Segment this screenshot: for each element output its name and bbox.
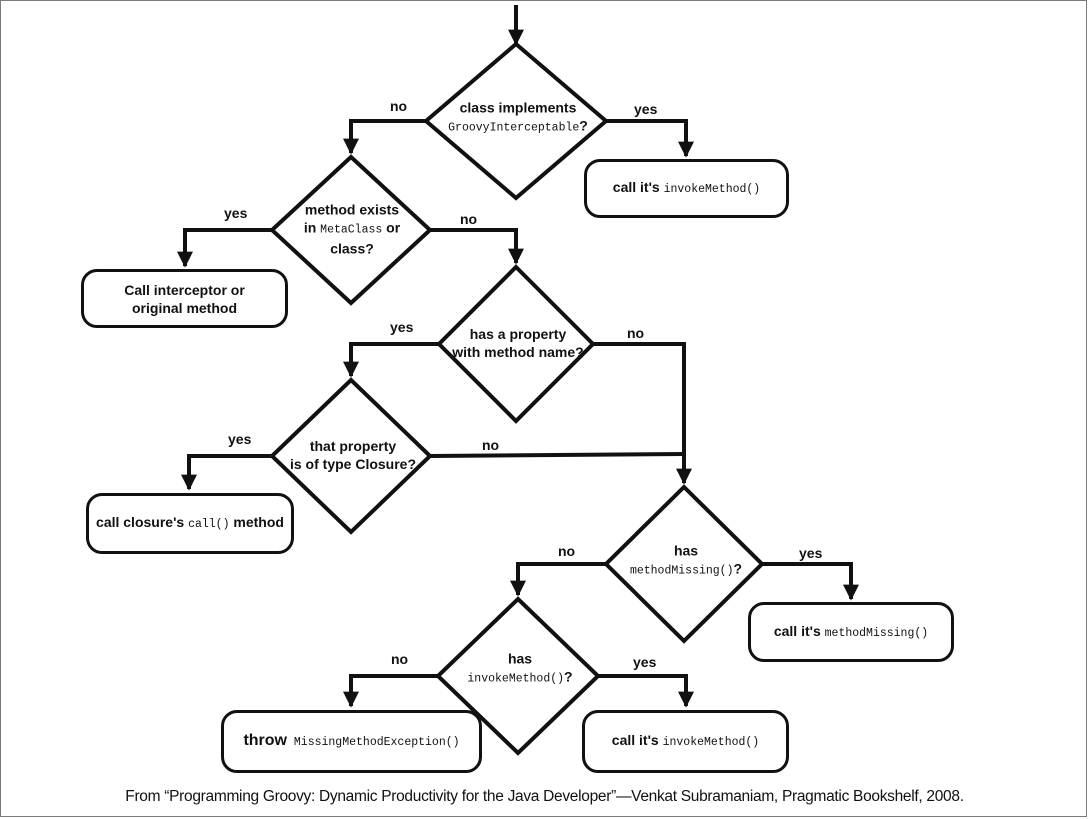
action-text-line: original method <box>132 299 237 316</box>
edge-label-d4-yes: yes <box>228 431 252 447</box>
decision-text-line: that property <box>309 438 397 454</box>
edge-d1-no <box>343 119 426 155</box>
code-call: call() <box>188 518 230 531</box>
code-method-missing: methodMissing() <box>824 626 929 640</box>
code-groovy-interceptable: GroovyInterceptable <box>448 121 580 135</box>
action-call-invoke-method-top: call it's invokeMethod() <box>584 159 789 218</box>
action-text: call it's <box>773 622 825 639</box>
edge-d6-yes <box>598 674 694 708</box>
decision-text-line: has a property <box>469 326 567 342</box>
code-metaclass: MetaClass <box>320 223 383 237</box>
edge-label-d2-no: no <box>460 211 478 227</box>
edge-label-d4-no: no <box>482 437 500 453</box>
action-call-method-missing: call it's methodMissing() <box>748 602 954 662</box>
edge-label-d5-no: no <box>558 543 576 559</box>
decision-text-fragment: in <box>303 219 321 236</box>
action-throw-exception: throw MissingMethodException() <box>221 710 482 773</box>
edge-label-d5-yes: yes <box>799 545 823 561</box>
decision-groovy-interceptable-text: class implements GroovyInterceptable? <box>448 99 588 138</box>
edge-label-d1-no: no <box>390 98 408 114</box>
edge-d6-no <box>343 674 438 708</box>
decision-text-line: method exists <box>304 201 400 218</box>
decision-has-property-text: has a property with method name? <box>452 325 583 361</box>
question-mark: ? <box>579 117 588 134</box>
edge-d3-yes <box>343 342 439 378</box>
edge-d2-no <box>430 228 524 265</box>
edge-d4-no <box>429 452 685 458</box>
action-call-closure: call closure's call() method <box>86 493 294 554</box>
edge-label-d3-no: no <box>627 325 645 341</box>
decision-has-method-missing <box>603 484 765 644</box>
action-text: method <box>229 514 284 530</box>
decision-groovy-interceptable <box>422 41 610 201</box>
edge-label-d6-no: no <box>391 651 409 667</box>
code-invoke-method: invokeMethod() <box>663 183 761 196</box>
action-call-invoke-method-bottom: call it's invokeMethod() <box>582 710 789 773</box>
edge-d2-yes <box>177 228 272 268</box>
decision-text-line: is of type Closure? <box>289 456 417 472</box>
decision-has-property <box>436 264 596 424</box>
decision-closure-type-text: that property is of type Closure? <box>290 437 416 473</box>
edge-label-d3-yes: yes <box>390 319 414 335</box>
edge-label-d6-yes: yes <box>633 654 657 670</box>
decision-text-line: with method name? <box>452 344 584 360</box>
edge-label-d2-yes: yes <box>224 205 248 221</box>
action-text-line: Call interceptor or <box>124 281 245 298</box>
decision-closure-type <box>269 377 433 535</box>
decision-text-line: class? <box>330 240 374 257</box>
source-caption: From “Programming Groovy: Dynamic Produc… <box>125 788 964 805</box>
decision-text-line: has <box>673 542 699 559</box>
decision-has-invoke-method-text: has invokeMethod()? <box>467 650 572 689</box>
code-method-missing: methodMissing() <box>629 564 734 578</box>
edge-d5-no <box>510 562 606 597</box>
decision-text-line: has <box>507 650 533 667</box>
action-text: call closure's <box>96 514 189 530</box>
throw-keyword: throw <box>243 732 287 749</box>
code-invoke-method: invokeMethod() <box>662 736 760 749</box>
action-text: call it's <box>612 179 664 195</box>
edge-d5-yes <box>762 562 859 601</box>
code-invoke-method: invokeMethod() <box>467 672 565 686</box>
decision-method-exists-text: method exists in MetaClass or class? <box>304 201 400 258</box>
edge-d1-yes <box>606 119 694 158</box>
question-mark: ? <box>564 668 573 685</box>
code-missing-method-exception: MissingMethodException() <box>287 736 460 749</box>
decision-text-fragment: or <box>382 219 401 236</box>
decision-method-exists <box>269 154 433 306</box>
decision-text-line: class implements <box>459 99 577 116</box>
question-mark: ? <box>733 560 743 577</box>
action-text: call it's <box>611 732 663 748</box>
edge-label-d1-yes: yes <box>634 101 658 117</box>
edge-d3-no <box>593 342 692 485</box>
edge-d4-yes <box>181 454 272 491</box>
decision-has-method-missing-text: has methodMissing()? <box>630 542 742 581</box>
